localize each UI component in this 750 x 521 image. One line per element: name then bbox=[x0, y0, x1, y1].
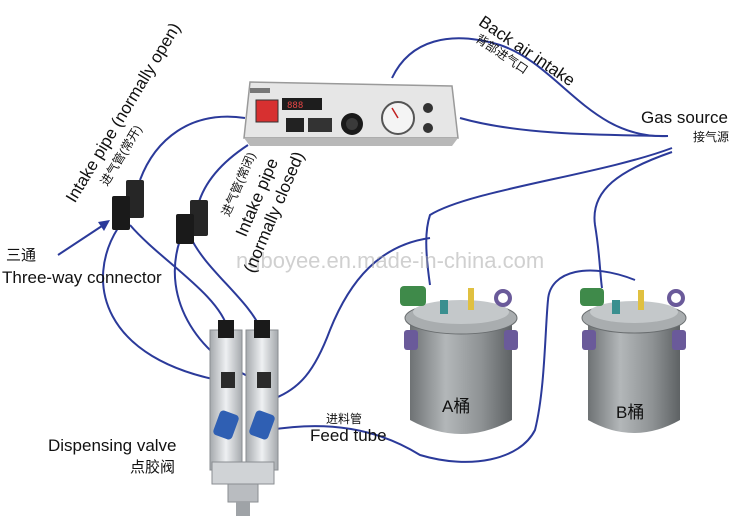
label-dispensing-valve-cn: 点胶阀 bbox=[130, 459, 176, 476]
label-three-way-cn: 三通 bbox=[6, 247, 37, 264]
dispensing-controller-icon: 888 bbox=[243, 81, 459, 146]
tube-feed bbox=[269, 269, 636, 463]
label-gas-source-cn: 接气源 bbox=[693, 130, 730, 144]
svg-text:888: 888 bbox=[287, 101, 303, 111]
tube-three-way-to-valve-mid bbox=[101, 227, 229, 383]
pressure-tank-icon bbox=[580, 288, 687, 433]
three-way-pointer-arrow bbox=[57, 220, 110, 256]
tube-gas-to-tank-b bbox=[593, 151, 673, 289]
tube-three-way-to-valve-top bbox=[129, 224, 229, 331]
tube-gas-to-tank-a bbox=[425, 147, 673, 286]
three-way-connector-icon bbox=[176, 200, 208, 244]
label-three-way-connector: Three-way connector bbox=[2, 268, 162, 287]
tube-tank-a-return bbox=[269, 237, 431, 401]
label-feed-tube: Feed tube bbox=[310, 426, 387, 445]
tube-intake-normally-closed bbox=[197, 144, 249, 206]
label-tank-a: A桶 bbox=[442, 397, 471, 416]
tube-back-air-intake bbox=[391, 37, 669, 138]
label-gas-source: Gas source bbox=[641, 108, 728, 127]
label-dispensing-valve: Dispensing valve bbox=[48, 436, 177, 455]
label-tank-b: B桶 bbox=[616, 403, 645, 422]
three-way-connector-icon bbox=[112, 180, 144, 230]
watermark: ngboyee.en.made-in-china.com bbox=[236, 248, 545, 273]
dispensing-valve-icon bbox=[209, 320, 279, 516]
pressure-gauge-icon bbox=[381, 101, 415, 135]
pressure-tank-icon bbox=[400, 286, 518, 434]
label-feed-tube-cn: 进料管 bbox=[326, 412, 363, 426]
tube-controller-to-gas bbox=[459, 117, 669, 137]
tube-intake-normally-open bbox=[139, 115, 246, 181]
